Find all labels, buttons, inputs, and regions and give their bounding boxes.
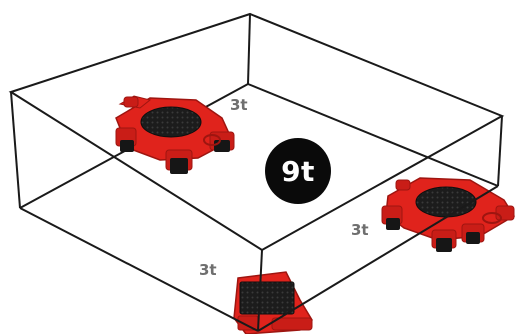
skate-front-capacity-label: 3t bbox=[199, 261, 217, 279]
total-capacity-label: 9t bbox=[281, 155, 315, 188]
total-capacity-badge: 9t bbox=[265, 138, 331, 204]
skate-top-left-capacity-label: 3t bbox=[230, 96, 248, 114]
skate-top-left bbox=[116, 96, 234, 174]
skate-right-capacity-label: 3t bbox=[351, 221, 369, 239]
